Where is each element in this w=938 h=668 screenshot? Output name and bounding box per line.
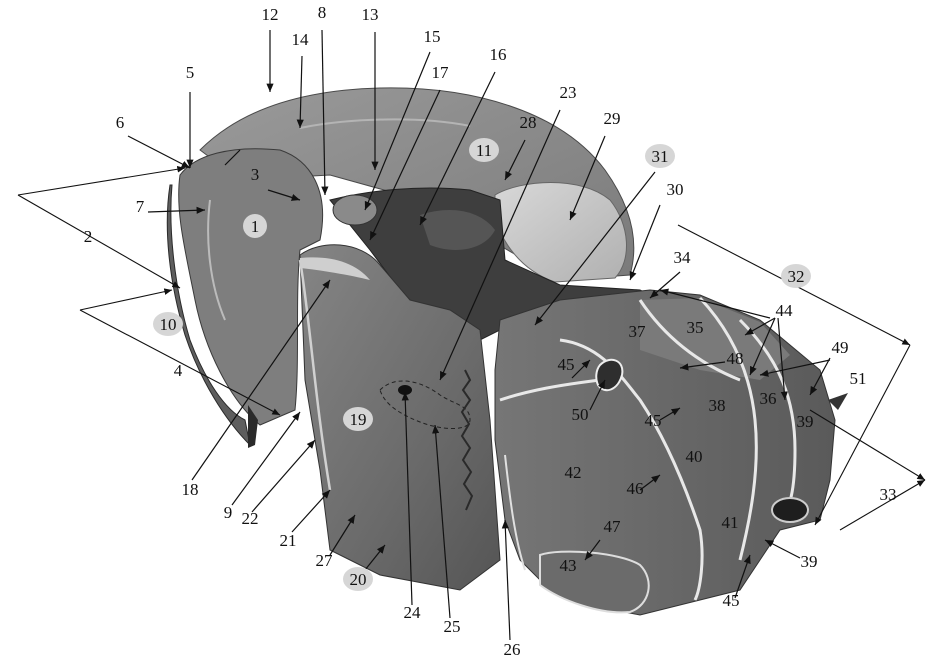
label-1: 1 xyxy=(251,217,260,236)
leader-line xyxy=(292,490,330,532)
label-26: 26 xyxy=(504,640,521,659)
label-51: 51 xyxy=(850,369,867,388)
dimension-line xyxy=(80,290,172,310)
label-19: 19 xyxy=(350,410,367,429)
label-4: 4 xyxy=(174,361,183,380)
label-14: 14 xyxy=(292,30,310,49)
label-49: 49 xyxy=(832,338,849,357)
label-8: 8 xyxy=(318,3,327,22)
label-41: 41 xyxy=(722,513,739,532)
round-knob-shape xyxy=(333,195,377,225)
leader-line xyxy=(505,520,510,640)
label-47: 47 xyxy=(604,517,622,536)
label-45: 45 xyxy=(558,355,575,374)
label-32: 32 xyxy=(788,267,805,286)
label-10: 10 xyxy=(160,315,177,334)
dimension-line xyxy=(18,168,185,195)
dimension-line xyxy=(18,195,180,288)
label-34: 34 xyxy=(674,248,692,267)
label-45: 45 xyxy=(723,591,740,610)
label-44: 44 xyxy=(776,301,794,320)
label-23: 23 xyxy=(560,83,577,102)
label-3: 3 xyxy=(251,165,260,184)
leader-line xyxy=(252,440,315,512)
label-30: 30 xyxy=(667,180,684,199)
label-38: 38 xyxy=(709,396,726,415)
label-50: 50 xyxy=(572,405,589,424)
leader-line xyxy=(630,205,660,280)
label-45: 45 xyxy=(645,411,662,430)
label-16: 16 xyxy=(490,45,507,64)
label-5: 5 xyxy=(186,63,195,82)
label-24: 24 xyxy=(404,603,422,622)
label-39: 39 xyxy=(801,552,818,571)
label-6: 6 xyxy=(116,113,125,132)
label-37: 37 xyxy=(629,322,647,341)
label-27: 27 xyxy=(316,551,334,570)
label-7: 7 xyxy=(136,197,145,216)
label-9: 9 xyxy=(224,503,233,522)
label-17: 17 xyxy=(432,63,450,82)
label-28: 28 xyxy=(520,113,537,132)
structure-shapes xyxy=(167,88,848,615)
socket-shape xyxy=(772,498,808,522)
label-31: 31 xyxy=(652,147,669,166)
label-18: 18 xyxy=(182,480,199,499)
label-13: 13 xyxy=(362,5,379,24)
label-42: 42 xyxy=(565,463,582,482)
label-15: 15 xyxy=(424,27,441,46)
label-39: 39 xyxy=(797,412,814,431)
leader-line xyxy=(128,136,190,168)
label-40: 40 xyxy=(686,447,703,466)
label-48: 48 xyxy=(727,349,744,368)
leader-line xyxy=(765,540,800,558)
label-2: 2 xyxy=(84,227,93,246)
label-33: 33 xyxy=(880,485,897,504)
label-46: 46 xyxy=(627,479,644,498)
label-11: 11 xyxy=(476,141,492,160)
label-29: 29 xyxy=(604,109,621,128)
label-43: 43 xyxy=(560,556,577,575)
label-25: 25 xyxy=(444,617,461,636)
lower-lobe-shape xyxy=(540,552,649,613)
label-36: 36 xyxy=(760,389,777,408)
label-21: 21 xyxy=(280,531,297,550)
label-35: 35 xyxy=(687,318,704,337)
label-22: 22 xyxy=(242,509,259,528)
label-12: 12 xyxy=(262,5,279,24)
label-20: 20 xyxy=(350,570,367,589)
